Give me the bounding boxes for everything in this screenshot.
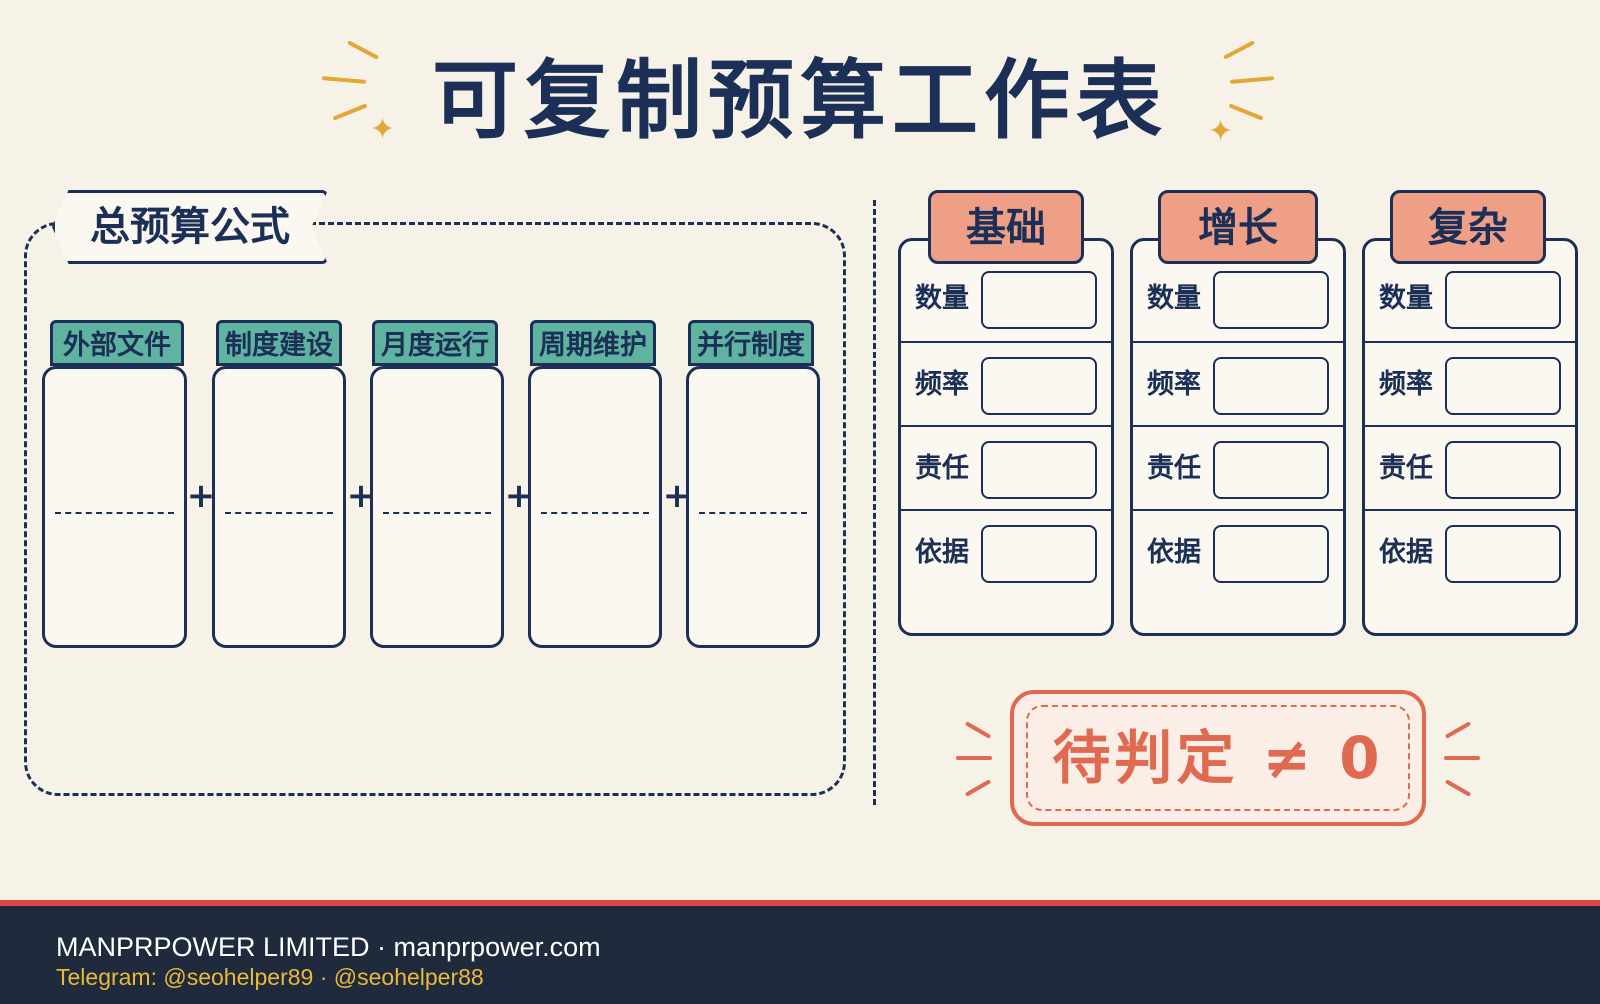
component-label-monthly-operation: 月度运行 (372, 320, 498, 366)
tier-heading-basic: 基础 (928, 190, 1084, 264)
sparkle-icon: ✦ (1208, 114, 1234, 149)
footer-telegram[interactable]: Telegram: @seohelper89 · @seohelper88 (56, 964, 484, 990)
component-card-parallel-systems[interactable] (686, 366, 820, 648)
row-label-responsibility: 责任 (915, 453, 969, 484)
formula-label: 总预算公式 (90, 204, 290, 250)
component-label-external-documents: 外部文件 (50, 320, 184, 366)
pending-badge-inner (1026, 705, 1410, 811)
formula-label-tag (52, 190, 328, 264)
basis-field[interactable] (981, 525, 1097, 583)
footer-site-link[interactable]: manprpower.com (393, 932, 601, 962)
quantity-field[interactable] (1445, 271, 1561, 329)
basis-field[interactable] (1445, 525, 1561, 583)
row-label-quantity: 数量 (915, 283, 969, 314)
component-label-periodic-maintenance: 周期维护 (530, 320, 656, 366)
formula-frame (24, 222, 846, 796)
component-card-external-documents[interactable] (42, 366, 187, 648)
row-label-basis: 依据 (1147, 537, 1201, 568)
footer-company-line: MANPRPOWER LIMITED · manprpower.com (56, 932, 601, 963)
row-label-frequency: 频率 (915, 369, 969, 400)
footer-separator: · (369, 932, 394, 962)
component-card-system-building[interactable] (212, 366, 346, 648)
responsibility-field[interactable] (981, 441, 1097, 499)
frequency-field[interactable] (981, 357, 1097, 415)
page-title: 可复制预算工作表 (432, 51, 1168, 151)
quantity-field[interactable] (981, 271, 1097, 329)
tier-heading-growth: 增长 (1158, 190, 1318, 264)
row-label-basis: 依据 (915, 537, 969, 568)
footer (0, 906, 1600, 1004)
responsibility-field[interactable] (1213, 441, 1329, 499)
basis-field[interactable] (1213, 525, 1329, 583)
component-card-monthly-operation[interactable] (370, 366, 504, 648)
frequency-field[interactable] (1445, 357, 1561, 415)
row-label-quantity: 数量 (1147, 283, 1201, 314)
footer-company: MANPRPOWER LIMITED (56, 932, 370, 962)
pending-badge (1010, 690, 1426, 826)
component-card-periodic-maintenance[interactable] (528, 366, 662, 648)
tier-heading-complex: 复杂 (1390, 190, 1546, 264)
sparkle-icon: ✦ (370, 112, 396, 147)
responsibility-field[interactable] (1445, 441, 1561, 499)
row-label-basis: 依据 (1379, 537, 1433, 568)
component-label-system-building: 制度建设 (216, 320, 342, 366)
component-label-parallel-systems: 并行制度 (688, 320, 814, 366)
pending-badge-text: 待判定 ≠ 0 (1052, 724, 1384, 792)
footer-stripe (0, 900, 1600, 906)
quantity-field[interactable] (1213, 271, 1329, 329)
row-label-frequency: 频率 (1379, 369, 1433, 400)
row-label-frequency: 频率 (1147, 369, 1201, 400)
row-label-responsibility: 责任 (1379, 453, 1433, 484)
section-divider (873, 200, 876, 805)
frequency-field[interactable] (1213, 357, 1329, 415)
plus-operator: + (186, 476, 216, 516)
row-label-quantity: 数量 (1379, 283, 1433, 314)
row-label-responsibility: 责任 (1147, 453, 1201, 484)
